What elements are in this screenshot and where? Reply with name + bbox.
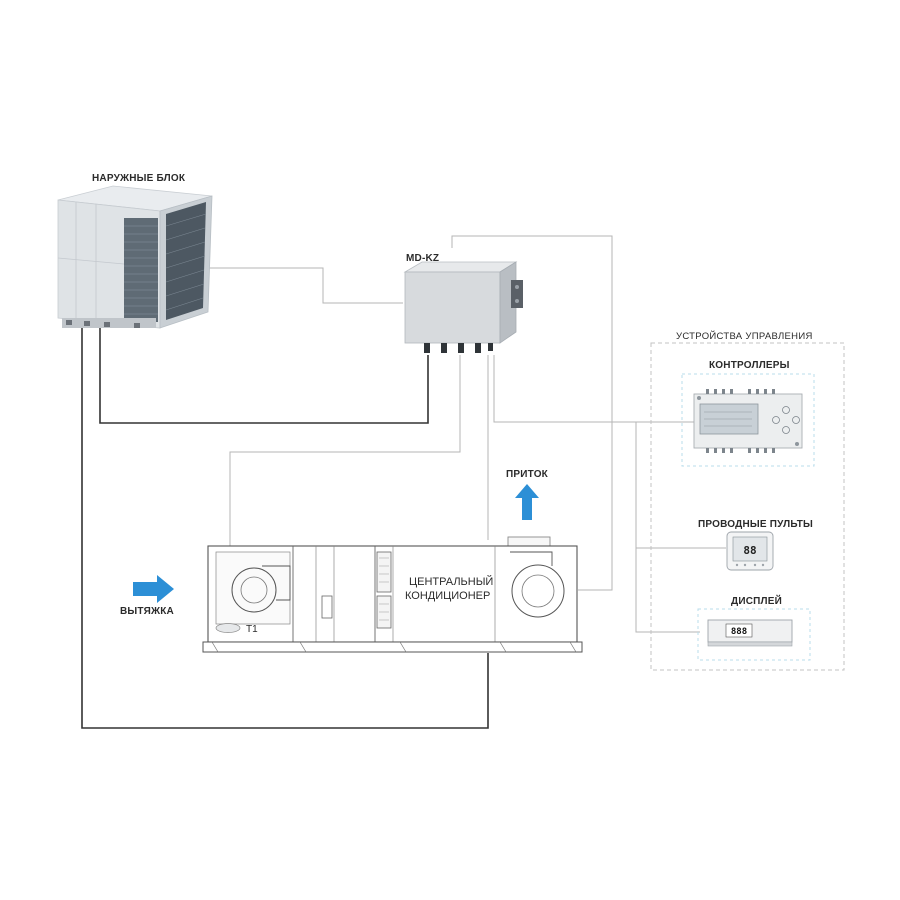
wired-remote-icon: 88 [726, 531, 774, 571]
sensor-icon [215, 623, 241, 633]
display-label: ДИСПЛЕЙ [731, 594, 782, 607]
wire-module-top-loop [451, 235, 613, 591]
controllers-box [681, 373, 815, 467]
wire-outdoor-to-module [99, 328, 429, 424]
wire-outdoor-to-module-top [208, 267, 403, 304]
supply-arrow-icon [515, 484, 539, 520]
outdoor-unit-icon [57, 185, 213, 329]
sensor-label: T1 [246, 624, 258, 635]
display-screen-readout: 888 [731, 627, 747, 637]
display-box [697, 608, 811, 661]
remote-screen-readout: 88 [743, 544, 756, 557]
wire-outdoor-to-ahu [81, 328, 489, 729]
control-module-icon [403, 261, 523, 353]
wired-remotes-label: ПРОВОДНЫЕ ПУЛЬТЫ [698, 519, 813, 530]
display-panel-icon: 888 [707, 619, 793, 647]
exhaust-arrow-icon [133, 575, 174, 603]
controllers-label: КОНТРОЛЛЕРЫ [709, 360, 790, 371]
wiring [81, 235, 726, 729]
ahu-label-line1: ЦЕНТРАЛЬНЫЙ [409, 575, 493, 588]
air-handling-unit [202, 536, 583, 653]
control-devices-label: УСТРОЙСТВА УПРАВЛЕНИЯ [676, 330, 813, 342]
controller-icon [693, 389, 803, 453]
control-devices-box [650, 342, 845, 671]
ahu-label-line2: КОНДИЦИОНЕР [405, 590, 490, 602]
wire-module-to-ahu-left [229, 355, 461, 552]
module-label: MD-KZ [406, 253, 439, 264]
supply-label: ПРИТОК [506, 469, 549, 480]
exhaust-label: ВЫТЯЖКА [120, 606, 174, 617]
outdoor-unit-label: НАРУЖНЫЕ БЛОК [92, 173, 186, 184]
